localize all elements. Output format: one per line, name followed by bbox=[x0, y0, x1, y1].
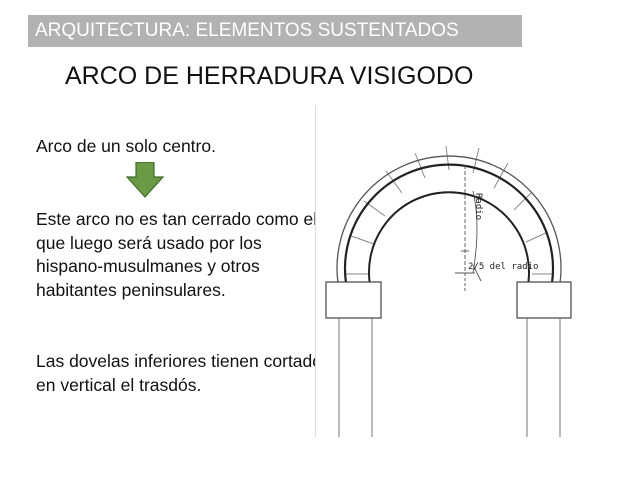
down-arrow-icon bbox=[125, 162, 165, 198]
description-paragraph-2: Este arco no es tan cerrado como el que … bbox=[36, 209, 318, 300]
section-banner: ARQUITECTURA: ELEMENTOS SUSTENTADOS bbox=[28, 15, 522, 47]
arch-outer-edge bbox=[336, 155, 562, 284]
description-paragraph-1: Arco de un solo centro. bbox=[36, 136, 216, 156]
radius-label: Radio bbox=[473, 193, 483, 220]
slide-title: ARCO DE HERRADURA VISIGODO bbox=[65, 62, 474, 90]
left-impost bbox=[325, 281, 382, 319]
description-paragraph-3: Las dovelas inferiores tienen cortado en… bbox=[36, 351, 323, 395]
arch-intrados bbox=[368, 191, 530, 291]
arch-extrados bbox=[343, 163, 555, 284]
horseshoe-arch-diagram: Radio 2/5 del radio bbox=[315, 105, 573, 437]
ratio-label: 2/5 del radio bbox=[468, 262, 538, 272]
arch-drawing: Radio 2/5 del radio bbox=[315, 105, 572, 437]
right-impost bbox=[516, 281, 572, 319]
arch-voussoirs bbox=[346, 145, 552, 275]
dimension-lines bbox=[455, 165, 482, 293]
columns bbox=[338, 318, 561, 437]
